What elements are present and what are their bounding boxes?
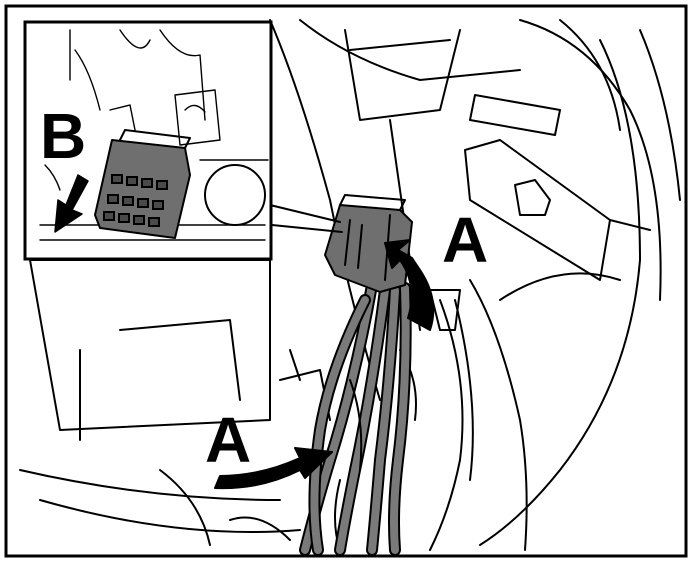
- lower-pull-arrow: [214, 447, 333, 490]
- inset-detail: B: [23, 20, 273, 261]
- callout-leader: [269, 204, 343, 233]
- inset-push-arrow: [54, 174, 89, 233]
- upper-release-arrow: [384, 239, 435, 331]
- label-b: B: [40, 100, 86, 172]
- label-a-upper: A: [442, 204, 488, 276]
- wire-harness: [299, 279, 412, 556]
- label-a-lower: A: [205, 404, 251, 476]
- connector-terminals: [103, 174, 168, 227]
